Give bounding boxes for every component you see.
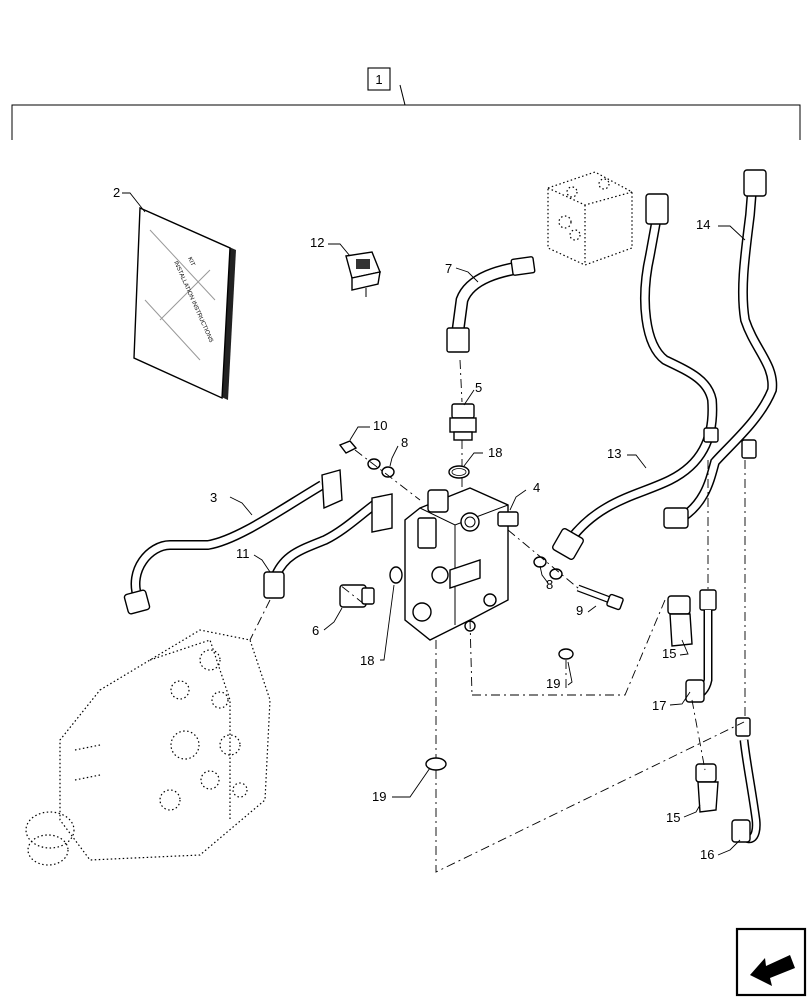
callout-12: 12 — [310, 235, 324, 250]
o-ring-lower — [389, 566, 403, 584]
tube-11 — [263, 493, 393, 599]
kit-label: 1 — [375, 72, 382, 87]
kit-bracket: 1 — [11, 67, 801, 140]
nut-and-washers-left — [338, 440, 395, 478]
callout-2: 2 — [113, 185, 120, 200]
tube-14 — [663, 169, 778, 529]
callout-15-lower: 15 — [666, 810, 680, 825]
rocker-switch — [345, 251, 381, 297]
o-ring-19-lower — [425, 757, 447, 771]
callout-18-lower: 18 — [360, 653, 374, 668]
callout-labels: 2 3 4 5 6 7 8 8 9 10 11 12 13 14 15 15 1… — [113, 185, 714, 862]
callout-8-right: 8 — [546, 577, 553, 592]
bolt — [576, 584, 624, 611]
assembly-lines — [249, 359, 746, 873]
instruction-manual: KIT INSTALLATION INSTRUCTIONS — [133, 206, 236, 400]
back-arrow-icon[interactable] — [735, 927, 807, 997]
callout-5: 5 — [475, 380, 482, 395]
callout-19-right: 19 — [546, 676, 560, 691]
fittings-right — [667, 589, 761, 844]
callout-3: 3 — [210, 490, 217, 505]
callout-16: 16 — [700, 847, 714, 862]
callout-17: 17 — [652, 698, 666, 713]
sensor — [339, 584, 375, 608]
callout-6: 6 — [312, 623, 319, 638]
tube-13 — [552, 193, 719, 560]
control-valve-reference — [25, 629, 271, 866]
washers-right — [533, 556, 563, 580]
callout-11: 11 — [236, 546, 250, 561]
callout-10: 10 — [373, 418, 387, 433]
manual-title-line-1: KIT — [186, 256, 195, 267]
callout-19-left: 19 — [372, 789, 386, 804]
adapter-fitting — [449, 403, 477, 441]
callout-4: 4 — [533, 480, 540, 495]
callout-7: 7 — [445, 261, 452, 276]
callout-15-upper: 15 — [662, 646, 676, 661]
tube-3 — [123, 469, 343, 615]
kit-label-box — [367, 67, 391, 91]
valve-body — [404, 487, 519, 641]
o-ring-19-upper — [558, 648, 574, 660]
callout-9: 9 — [576, 603, 583, 618]
elbow-tube — [446, 256, 536, 353]
callout-8-left: 8 — [401, 435, 408, 450]
callout-18-upper: 18 — [488, 445, 502, 460]
manifold-block — [547, 171, 633, 266]
callout-leaders — [122, 192, 746, 856]
callout-13: 13 — [607, 446, 621, 461]
callout-14: 14 — [696, 217, 710, 232]
